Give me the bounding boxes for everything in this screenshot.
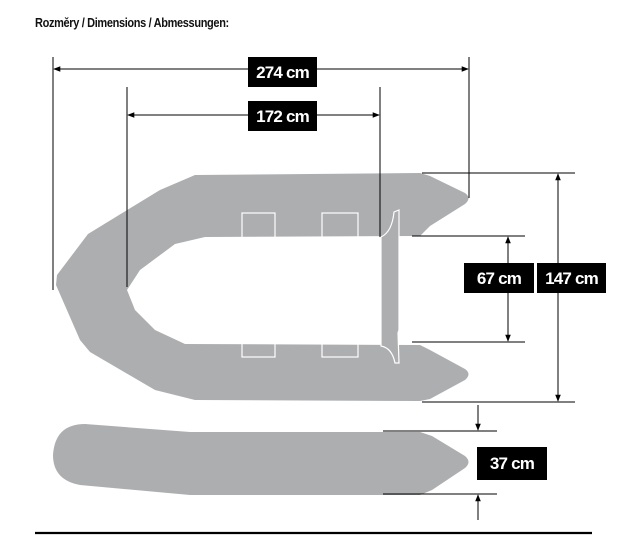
label-box xyxy=(248,57,317,87)
seat-front xyxy=(241,212,276,358)
seat-rear xyxy=(321,212,359,358)
label-inner-width: 67 cm xyxy=(477,269,522,288)
diagram-title: Rozměry / Dimensions / Abmessungen: xyxy=(35,16,229,30)
boat-tube-side-view xyxy=(53,424,469,495)
label-inner-length: 172 cm xyxy=(256,107,310,126)
label-overall-length: 274 cm xyxy=(256,63,310,82)
label-tube-diameter: 37 cm xyxy=(490,454,535,473)
label-box xyxy=(248,101,317,131)
label-box xyxy=(464,263,534,293)
label-box xyxy=(477,447,547,480)
label-overall-width: 147 cm xyxy=(545,269,599,288)
transom xyxy=(380,209,400,364)
boat-hull-top-view xyxy=(56,173,469,401)
label-box xyxy=(537,263,606,293)
